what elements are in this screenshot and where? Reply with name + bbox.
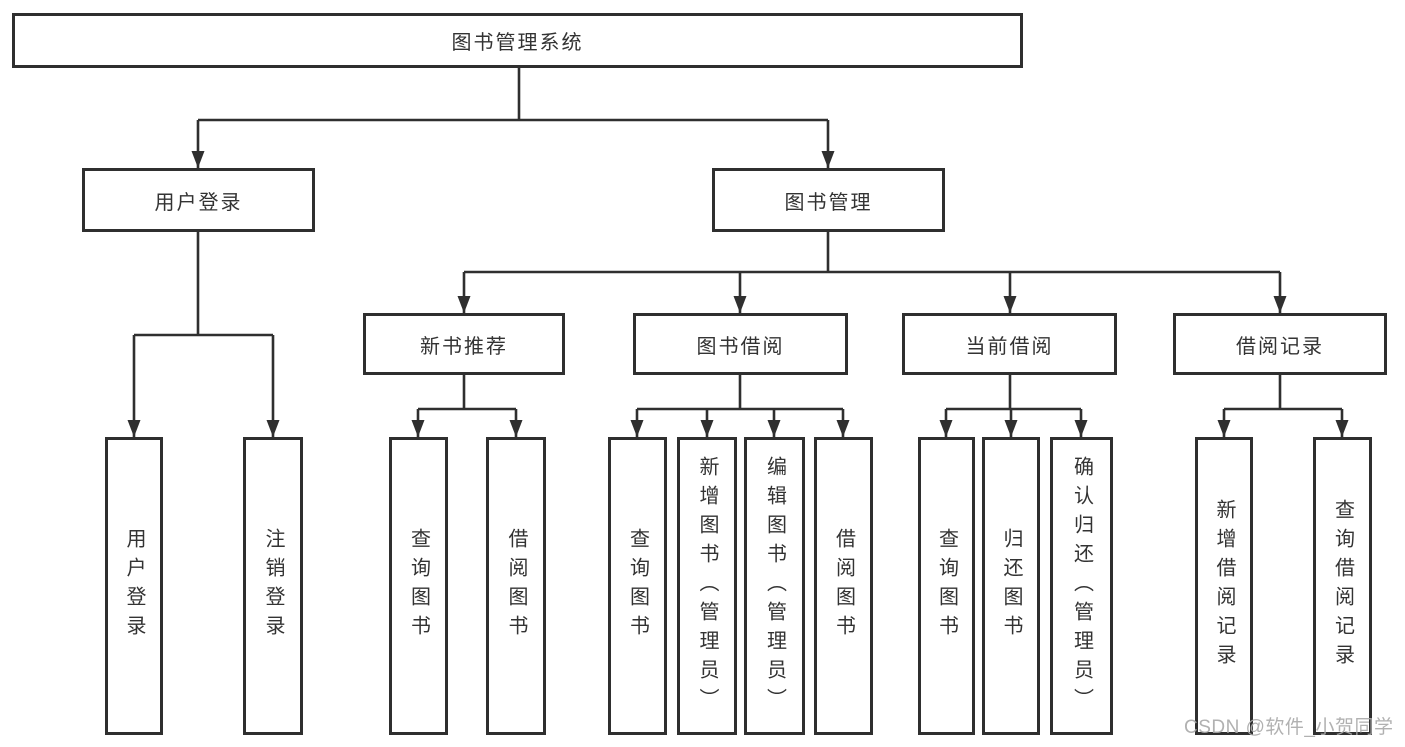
- node-leaf-nb-borrow-books-label: 借阅图书: [505, 528, 527, 644]
- node-leaf-nb-query-books-label: 查询图书: [407, 528, 430, 644]
- node-leaf-br-query-record-label: 查询借阅记录: [1331, 499, 1354, 673]
- node-leaf-cb-confirm-return-label: 确认归还（管理员）: [1070, 455, 1093, 717]
- node-leaf-cb-return-books-label: 归还图书: [1000, 528, 1022, 644]
- node-leaf-logout: 注销登录: [243, 437, 303, 735]
- node-book-manage-label: 图书管理: [784, 191, 873, 214]
- node-leaf-nb-query-books: 查询图书: [389, 437, 448, 735]
- node-leaf-cb-return-books: 归还图书: [982, 437, 1040, 735]
- node-user-login: 用户登录: [82, 168, 315, 232]
- node-root-label: 图书管理系统: [451, 32, 584, 54]
- node-new-book-recommend: 新书推荐: [363, 313, 565, 375]
- node-leaf-nb-borrow-books: 借阅图书: [486, 437, 546, 735]
- node-book-borrow-label: 图书借阅: [696, 335, 785, 358]
- node-current-borrow: 当前借阅: [902, 313, 1117, 375]
- node-book-borrow: 图书借阅: [633, 313, 848, 375]
- node-leaf-br-add-record-label: 新增借阅记录: [1213, 499, 1235, 673]
- node-leaf-bb-edit-books: 编辑图书（管理员）: [744, 437, 805, 735]
- node-leaf-bb-borrow-books-label: 借阅图书: [832, 528, 855, 644]
- node-leaf-br-query-record: 查询借阅记录: [1313, 437, 1372, 735]
- node-leaf-cb-query-books-label: 查询图书: [935, 528, 958, 644]
- node-user-login-label: 用户登录: [154, 191, 243, 214]
- edges-borrow-records-children: [1217, 375, 1349, 437]
- edges-book-manage-children: [457, 232, 1287, 313]
- node-borrow-records: 借阅记录: [1173, 313, 1387, 375]
- edges-new-book-children: [411, 375, 523, 437]
- node-leaf-bb-query-books-label: 查询图书: [626, 528, 649, 644]
- node-borrow-records-label: 借阅记录: [1236, 335, 1324, 358]
- node-new-book-recommend-label: 新书推荐: [420, 335, 508, 358]
- node-leaf-bb-add-books: 新增图书（管理员）: [677, 437, 737, 735]
- node-root: 图书管理系统: [12, 13, 1023, 68]
- edges-root-to-level2: [191, 68, 835, 168]
- watermark: CSDN @软件_小贺同学: [1184, 717, 1394, 738]
- node-leaf-bb-query-books: 查询图书: [608, 437, 667, 735]
- node-leaf-logout-label: 注销登录: [262, 528, 284, 644]
- node-current-borrow-label: 当前借阅: [965, 335, 1054, 358]
- node-leaf-bb-add-books-label: 新增图书（管理员）: [696, 455, 718, 717]
- node-leaf-bb-borrow-books: 借阅图书: [814, 437, 873, 735]
- edges-book-borrow-children: [630, 375, 850, 437]
- node-leaf-br-add-record: 新增借阅记录: [1195, 437, 1253, 735]
- node-leaf-user-login-label: 用户登录: [123, 528, 145, 644]
- node-leaf-user-login: 用户登录: [105, 437, 163, 735]
- node-leaf-bb-edit-books-label: 编辑图书（管理员）: [763, 455, 786, 717]
- edges-user-login-children: [127, 232, 280, 437]
- node-book-manage: 图书管理: [712, 168, 945, 232]
- edges-current-borrow-children: [939, 375, 1088, 437]
- node-leaf-cb-query-books: 查询图书: [918, 437, 975, 735]
- node-leaf-cb-confirm-return: 确认归还（管理员）: [1050, 437, 1113, 735]
